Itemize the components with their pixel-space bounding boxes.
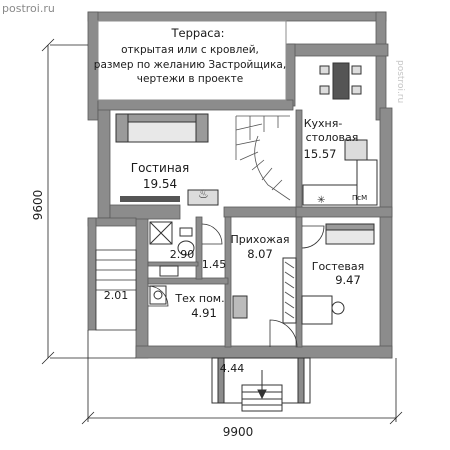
kitchen-counter: [302, 139, 378, 206]
dining-table: [319, 62, 362, 100]
svg-text:♨: ♨: [198, 187, 209, 201]
kitchen-name-line-2: столовая: [306, 131, 359, 144]
terrace-note-title: Терраса:: [171, 26, 225, 40]
terrace-note-line-2: открытая или с кровлей,: [121, 44, 259, 56]
side-watermark: postroi.ru: [395, 60, 405, 103]
walls: [87, 11, 393, 359]
height-dimension: 9600: [31, 190, 45, 221]
hall-name: Прихожая: [231, 233, 290, 246]
bath-area: 2.90: [170, 248, 195, 261]
staircase: [235, 115, 291, 201]
living-room-area: 19.54: [143, 177, 177, 191]
porch: [211, 357, 311, 412]
hall-area: 8.07: [247, 247, 273, 261]
kitchen-area: 15.57: [304, 147, 337, 161]
boiler: [149, 285, 167, 305]
width-dimension: 9900: [223, 425, 254, 439]
terrace-note: Терраса: открытая или с кровлей, размер …: [94, 20, 287, 101]
tech-room-area: 4.91: [191, 306, 217, 320]
guest-room-name: Гостевая: [312, 260, 365, 273]
kitchen-name-line-1: Кухня-: [304, 117, 343, 130]
bath-fixtures: [149, 221, 195, 277]
guest-room-area: 9.47: [335, 273, 361, 287]
sofa: [115, 113, 209, 143]
terrace-note-line-4: чертежи в проекте: [137, 73, 243, 85]
wardrobe: [232, 257, 297, 324]
terrace-note-line-3: размер по желанию Застройщика,: [94, 59, 286, 71]
watermark: postroi.ru: [2, 2, 55, 15]
closet-area: 1.45: [202, 258, 227, 271]
tech-room-name: Тех пом.: [174, 292, 224, 305]
dishwasher-label: ПсМ: [352, 194, 367, 202]
dimension-lines: [41, 38, 403, 425]
guest-bed: [301, 223, 375, 325]
storage-area: 2.01: [104, 289, 129, 302]
fireplace: ♨: [120, 187, 219, 206]
side-steps: [95, 249, 137, 331]
porch-area: 4.44: [220, 362, 245, 375]
living-room-name: Гостиная: [131, 161, 189, 175]
fan-icon: ✳: [317, 195, 325, 206]
